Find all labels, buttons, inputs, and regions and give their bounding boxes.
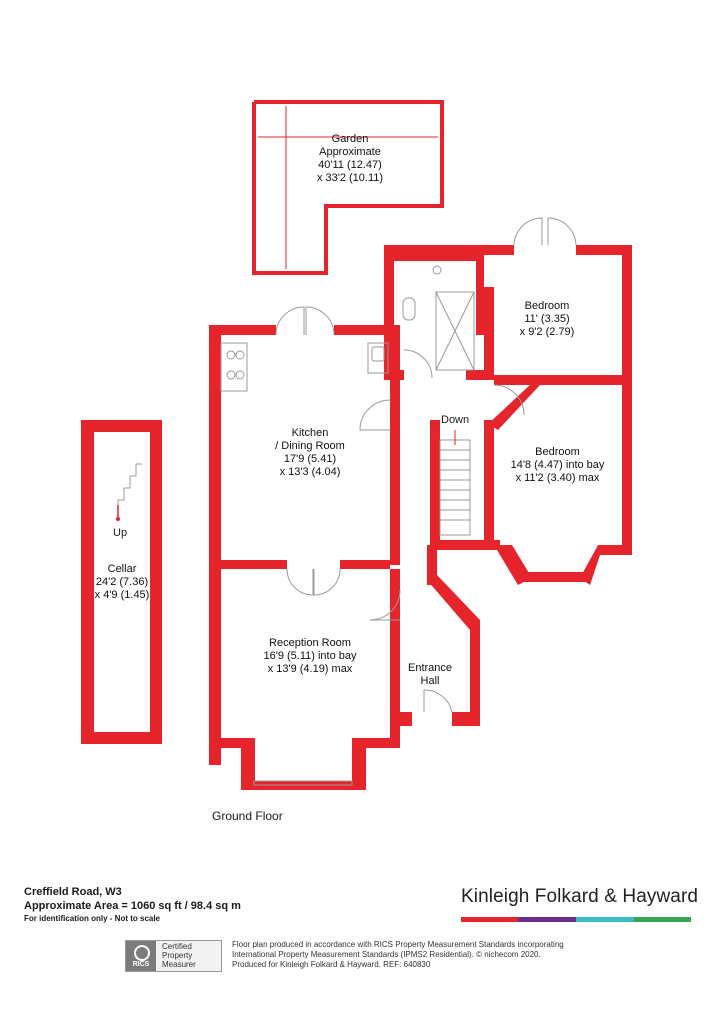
- kitchen-name: Kitchen: [291, 427, 329, 439]
- brand-bar-teal: [576, 917, 634, 922]
- house-walls: [209, 245, 632, 790]
- agent-brand-name: Kinleigh Folkard & Hayward: [461, 886, 699, 907]
- disclaimer-line3: Produced for Kinleigh Folkard & Hayward.…: [232, 960, 431, 969]
- bedroom2-label: Bedroom 14'8 (4.47) into bay x 11'2 (3.4…: [495, 446, 620, 485]
- rics-logo-icon: RICS: [126, 941, 156, 971]
- entrance-name2: Hall: [420, 675, 440, 687]
- garden-dim2: x 33'2 (10.11): [316, 172, 384, 184]
- disclaimer-line1: Floor plan produced in accordance with R…: [232, 940, 564, 949]
- garden-approx: Approximate: [319, 146, 381, 158]
- brand-bar-purple: [518, 917, 576, 922]
- brand-bar-green: [634, 917, 691, 922]
- reception-dim2: x 13'9 (4.19) max: [267, 663, 353, 675]
- cellar-stairs: [116, 463, 142, 521]
- identification-note: For identification only - Not to scale: [24, 914, 161, 923]
- reception-dim1: 16'9 (5.11) into bay: [263, 650, 357, 662]
- cellar-walls: [81, 420, 162, 744]
- entrance-label: Entrance Hall: [400, 662, 460, 688]
- rics-certified-badge: RICS Certified Property Measurer: [125, 940, 222, 972]
- cellar-dim1: 24'2 (7.36): [95, 576, 149, 588]
- bedroom2-dim1: 14'8 (4.47) into bay: [510, 459, 605, 471]
- bedroom1-dim2: x 9'2 (2.79): [519, 326, 575, 338]
- disclaimer: Floor plan produced in accordance with R…: [232, 940, 564, 970]
- address-block: Creffield Road, W3 Approximate Area = 10…: [24, 885, 241, 913]
- rics-badge-text: Certified Property Measurer: [162, 942, 196, 969]
- reception-label: Reception Room 16'9 (5.11) into bay x 13…: [240, 637, 380, 676]
- stairs-down-label: Down: [441, 414, 470, 426]
- garden-outline: [252, 100, 444, 275]
- garden-label: Garden Approximate 40'11 (12.47) x 33'2 …: [290, 133, 410, 185]
- reception-name: Reception Room: [269, 637, 351, 649]
- garden-dimension-arrows: [258, 106, 438, 269]
- floor-label: Ground Floor: [212, 809, 283, 823]
- bedroom1-label: Bedroom 11' (3.35) x 9'2 (2.79): [497, 300, 597, 339]
- interior-lines: [220, 217, 577, 786]
- kitchen-label: Kitchen / Dining Room 17'9 (5.41) x 13'3…: [245, 427, 375, 479]
- stairs-up-label: Up: [113, 527, 128, 539]
- bedroom1-name: Bedroom: [524, 300, 570, 312]
- rics-line1: Certified: [162, 942, 192, 951]
- garden-dim1: 40'11 (12.47): [318, 159, 382, 171]
- rics-line2: Property: [162, 951, 193, 960]
- entrance-name: Entrance: [407, 662, 453, 674]
- kitchen-dim1: 17'9 (5.41): [283, 453, 337, 465]
- approximate-area: Approximate Area = 1060 sq ft / 98.4 sq …: [24, 900, 241, 912]
- kitchen-name2: / Dining Room: [275, 440, 345, 452]
- kitchen-dim2: x 13'3 (4.04): [279, 466, 341, 478]
- bedroom2-dim2: x 11'2 (3.40) max: [515, 472, 600, 484]
- rics-line3: Measurer: [162, 960, 196, 969]
- cellar-dim2: x 4'9 (1.45): [94, 589, 150, 601]
- cellar-name: Cellar: [107, 563, 137, 575]
- garden-name: Garden: [331, 133, 369, 145]
- bedroom1-dim1: 11' (3.35): [524, 313, 570, 325]
- cellar-label: Cellar 24'2 (7.36) x 4'9 (1.45): [94, 563, 150, 602]
- brand-bar-red: [461, 917, 518, 922]
- address: Creffield Road, W3: [24, 886, 122, 898]
- disclaimer-line2: International Property Measurement Stand…: [232, 950, 541, 959]
- bedroom2-name: Bedroom: [535, 446, 580, 458]
- rics-logo-text: RICS: [132, 961, 150, 968]
